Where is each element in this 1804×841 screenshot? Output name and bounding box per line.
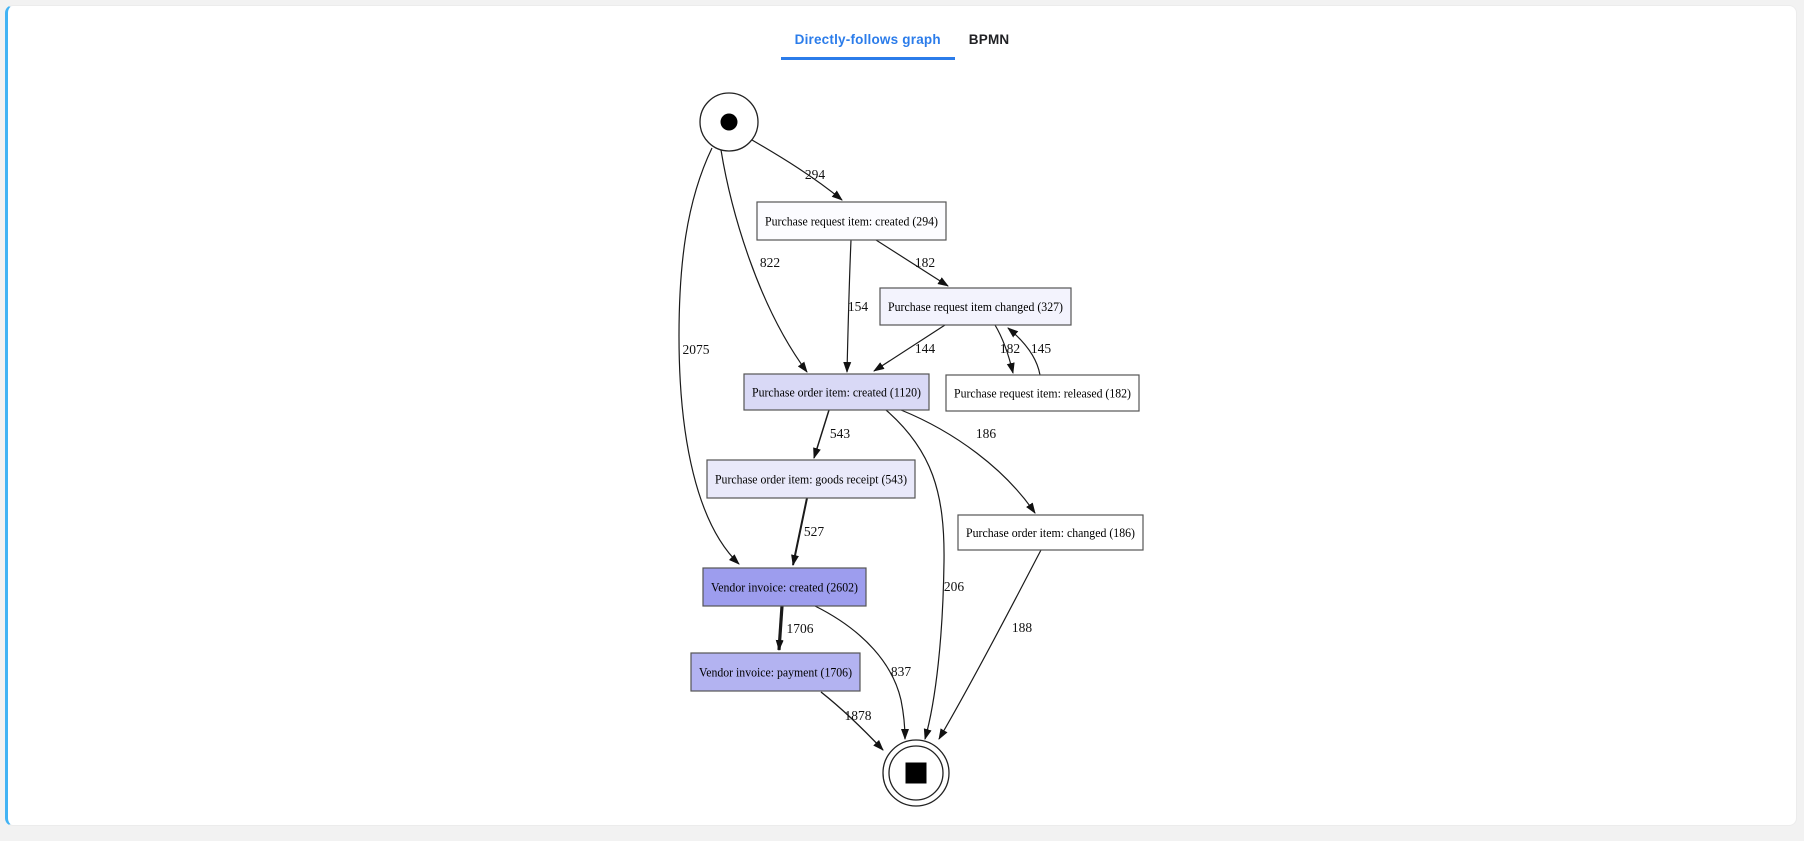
content-card: Directly-follows graph BPMN 294 822 2075 18… [5,5,1797,826]
node-label: Vendor invoice: payment (1706) [699,665,852,680]
edge-vendor-invoice-payment-to-end [820,691,884,751]
edge-purchase-request-item-changed-to-purchase-request-item-released [994,324,1015,374]
edges-layer: 294 822 2075 182 154 144 182 145 543 186 206 527 170… [678,139,1052,751]
node-label: Purchase order item: goods receipt (543) [715,472,907,487]
start-event-dot-icon [720,113,738,131]
tab-directly-follows-graph[interactable]: Directly-follows graph [780,20,955,60]
edge-count-label: 182 [915,255,935,270]
edge-count-label: 543 [830,426,851,441]
edge-count-label: 186 [976,426,997,441]
edge-count-label: 206 [944,579,965,594]
edge-vendor-invoice-created-to-end [814,605,909,740]
node-purchase-request-item-created [756,201,947,241]
node-vendor-invoice-created [702,567,867,607]
node-label: Vendor invoice: created (2602) [711,580,858,595]
edge-count-label: 154 [848,299,869,314]
edge-count-label: 1706 [787,621,814,636]
edge-start-to-purchase-request-item-created [751,139,843,201]
edge-vendor-invoice-created-to-vendor-invoice-payment [775,605,784,651]
dfg-canvas: 294 822 2075 182 154 144 182 145 543 186 206 527 170… [678,92,1144,807]
edge-count-label: 182 [1000,341,1020,356]
edge-count-label: 145 [1031,341,1052,356]
tab-bpmn[interactable]: BPMN [968,32,1010,47]
edge-count-label: 822 [760,255,780,270]
edge-count-label: 188 [1012,620,1033,635]
node-label: Purchase request item: created (294) [765,214,938,229]
edge-count-label: 144 [915,341,936,356]
node-purchase-order-item-created [743,373,930,411]
node-vendor-invoice-payment [690,652,861,692]
edge-purchase-request-item-released-to-purchase-request-item-changed [1007,327,1041,376]
node-purchase-order-item-goods-receipt [706,459,916,499]
nodes-layer: Purchase request item: created (294) Purc… [690,92,1144,807]
edge-purchase-request-item-changed-to-purchase-order-item-created [873,324,946,372]
edge-count-label: 837 [891,664,912,679]
node-label: Purchase order item: created (1120) [752,385,921,400]
edge-start-to-purchase-order-item-created [720,149,808,373]
edge-count-label: 1878 [845,708,872,723]
node-label: Purchase request item changed (327) [888,299,1063,314]
edge-purchase-order-item-created-to-end [885,409,945,740]
edge-purchase-order-item-changed-to-end [938,549,1042,740]
end-event-square-icon [905,762,927,784]
edge-count-label: 527 [804,524,825,539]
edge-count-label: 294 [805,167,826,182]
node-label: Purchase order item: changed (186) [966,525,1135,540]
edge-count-label: 2075 [683,342,710,357]
node-purchase-order-item-changed [957,514,1144,551]
node-purchase-request-item-changed [879,287,1072,326]
edge-purchase-order-item-created-to-purchase-order-item-changed [900,409,1036,514]
edge-purchase-order-item-created-to-purchase-order-item-goods-receipt [813,409,830,459]
edge-start-to-vendor-invoice-created [678,147,740,565]
node-label: Purchase request item: released (182) [954,386,1131,401]
view-tab-bar: Directly-follows graph BPMN [8,20,1796,60]
edge-purchase-request-item-created-to-purchase-order-item-created [843,239,852,373]
edge-purchase-order-item-goods-receipt-to-vendor-invoice-created [791,497,808,566]
edge-purchase-request-item-created-to-purchase-request-item-changed [875,239,949,287]
node-purchase-request-item-released [945,374,1140,412]
